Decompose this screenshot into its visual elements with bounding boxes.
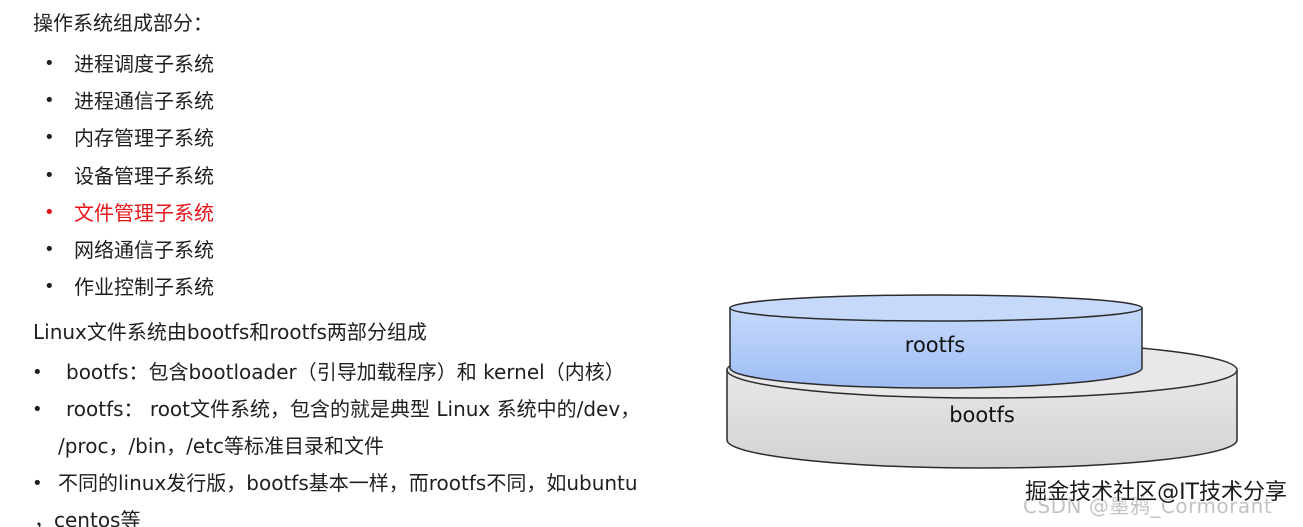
bullet-icon: • bbox=[44, 239, 55, 261]
bullet-icon: • bbox=[32, 362, 43, 383]
subsystem-label: 设备管理子系统 bbox=[74, 163, 214, 188]
list-item: • bootfs：包含bootloader（引导加载程序）和 kernel（内核… bbox=[30, 354, 670, 391]
list-item: • 内存管理子系统 bbox=[40, 120, 214, 157]
list-item: • 进程调度子系统 bbox=[40, 45, 214, 82]
list-item: • rootfs： root文件系统，包含的就是典型 Linux 系统中的/de… bbox=[30, 391, 670, 465]
subsystem-label: 进程调度子系统 bbox=[74, 51, 214, 76]
list-item: • 设备管理子系统 bbox=[40, 157, 214, 194]
list-item-highlighted: • 文件管理子系统 bbox=[40, 194, 214, 231]
bullet-icon: • bbox=[32, 399, 43, 420]
bullet-icon: • bbox=[44, 201, 55, 223]
bullet-icon: • bbox=[44, 164, 55, 186]
list-item: • 作业控制子系统 bbox=[40, 269, 214, 306]
subsystem-label: 网络通信子系统 bbox=[74, 238, 214, 263]
filesystem-layer-diagram: rootfs bootfs bbox=[726, 294, 1238, 469]
os-components-heading: 操作系统组成部分： bbox=[33, 11, 213, 35]
distro-description: 不同的linux发行版，bootfs基本一样，而rootfs不同，如ubuntu bbox=[58, 471, 638, 495]
rootfs-description-continued: /proc，/bin，/etc等标准目录和文件 bbox=[58, 434, 384, 458]
distro-description-continued: ，centos等 bbox=[34, 508, 141, 527]
bullet-icon: • bbox=[44, 52, 55, 74]
rootfs-description: rootfs： root文件系统，包含的就是典型 Linux 系统中的/dev， bbox=[66, 397, 641, 421]
rootfs-cylinder bbox=[729, 294, 1143, 389]
filesystem-list: • bootfs：包含bootloader（引导加载程序）和 kernel（内核… bbox=[30, 354, 670, 527]
subsystem-list: • 进程调度子系统 • 进程通信子系统 • 内存管理子系统 • 设备管理子系统 • 文件管… bbox=[40, 45, 214, 306]
rootfs-label: rootfs bbox=[905, 333, 965, 357]
subsystem-label: 作业控制子系统 bbox=[74, 275, 214, 300]
list-item: • 进程通信子系统 bbox=[40, 82, 214, 119]
bullet-icon: • bbox=[44, 127, 55, 149]
subsystem-label: 进程通信子系统 bbox=[74, 88, 214, 113]
subsystem-label: 文件管理子系统 bbox=[74, 200, 214, 225]
bullet-icon: • bbox=[32, 473, 43, 494]
bootfs-description: bootfs：包含bootloader（引导加载程序）和 kernel（内核） bbox=[66, 360, 625, 384]
csdn-watermark: CSDN @墨鸦_Cormorant bbox=[1023, 494, 1273, 518]
juejin-watermark: 掘金技术社区@IT技术分享 bbox=[1025, 480, 1287, 505]
list-item: • 不同的linux发行版，bootfs基本一样，而rootfs不同，如ubun… bbox=[30, 465, 670, 527]
bootfs-label: bootfs bbox=[949, 403, 1015, 427]
subsystem-label: 内存管理子系统 bbox=[74, 126, 214, 151]
bullet-icon: • bbox=[44, 276, 55, 298]
list-item: • 网络通信子系统 bbox=[40, 231, 214, 268]
filesystem-intro: Linux文件系统由bootfs和rootfs两部分组成 bbox=[33, 320, 427, 344]
bullet-icon: • bbox=[44, 89, 55, 111]
